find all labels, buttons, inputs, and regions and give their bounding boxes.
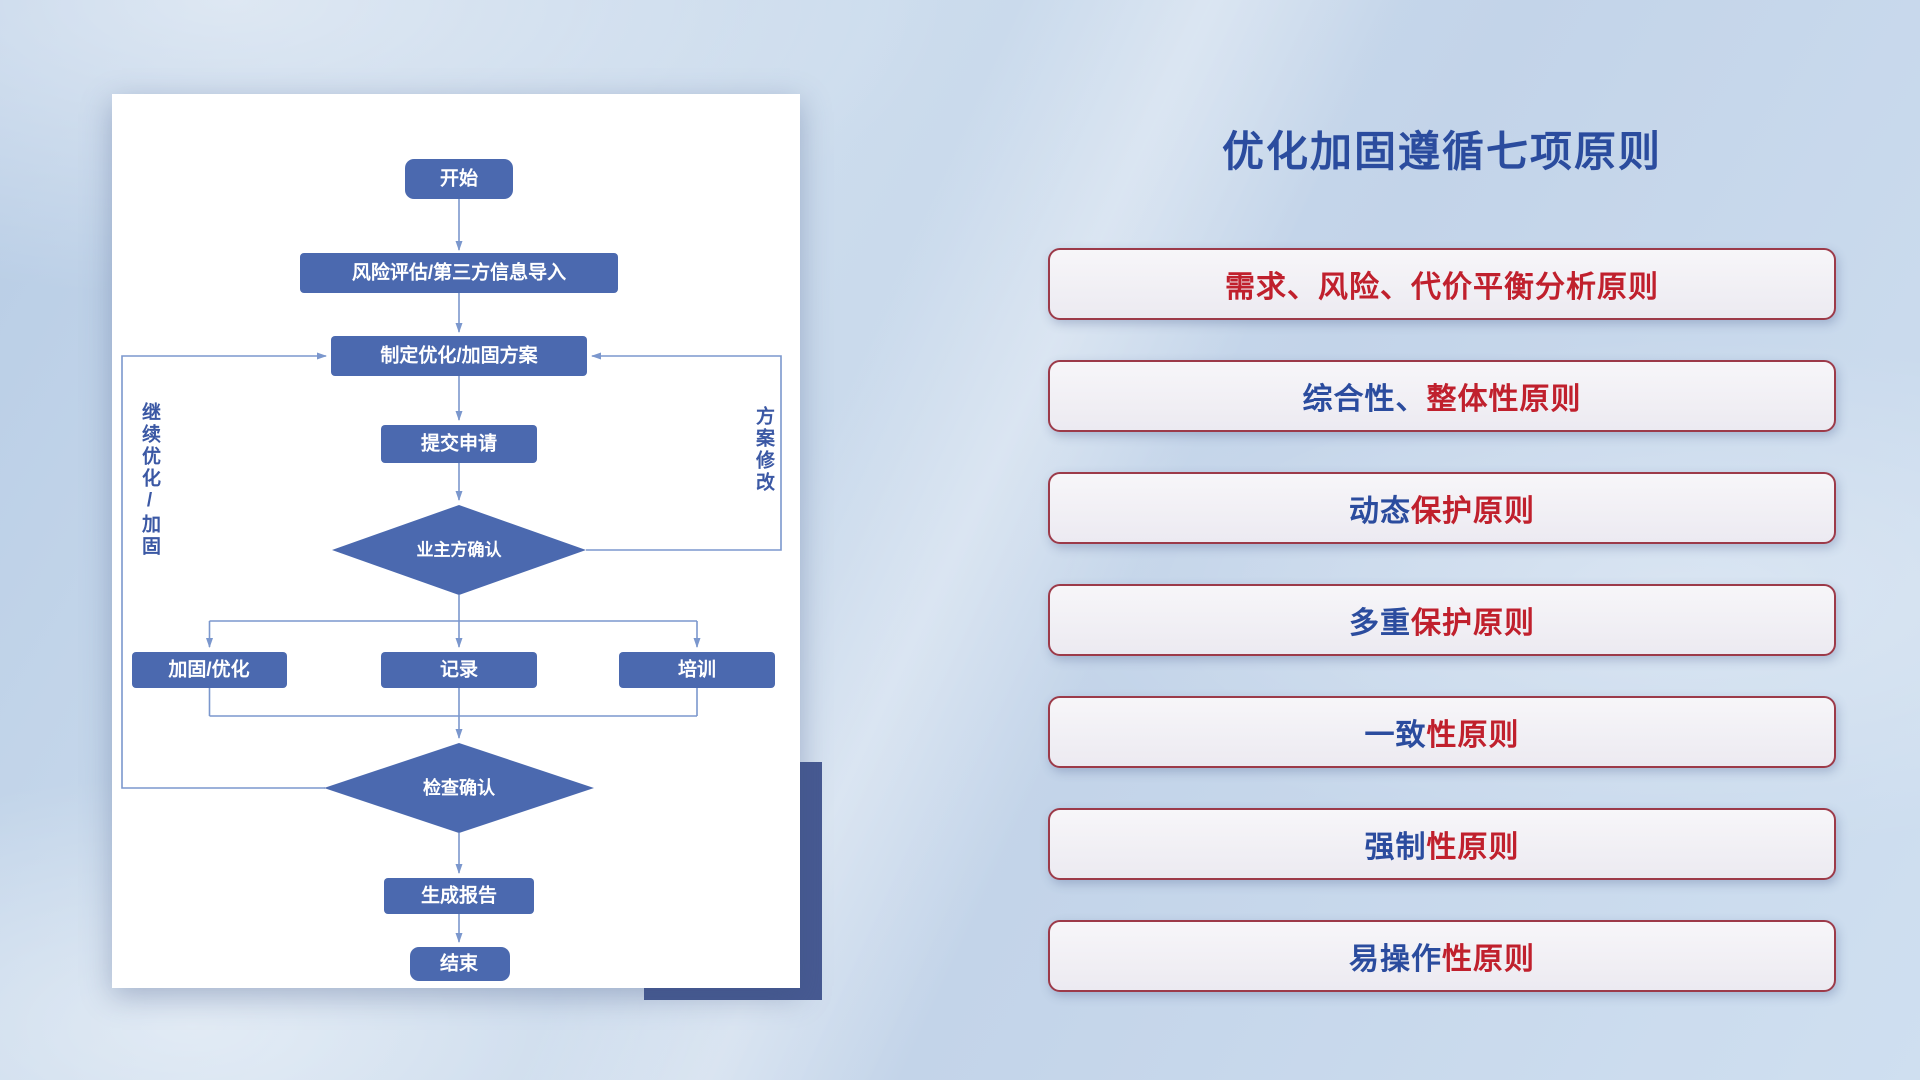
principle-text-segment: 性原则: [1442, 943, 1535, 976]
flow-label-end: 结束: [440, 952, 479, 975]
principle-text-segment: 整体性原则: [1426, 383, 1582, 416]
principle-text-segment: 易操作: [1349, 943, 1442, 976]
flowchart-left-loop-label: 继续优化/加固: [139, 402, 160, 558]
flow-label-risk-import: 风险评估/第三方信息导入: [352, 261, 566, 284]
principle-card-4: 多重保护原则: [1048, 584, 1836, 656]
principle-card-5: 一致性原则: [1048, 696, 1836, 768]
principles-title: 优化加固遵循七项原则: [1221, 128, 1662, 175]
flow-label-check-confirm: 检查确认: [423, 777, 496, 798]
flow-label-submit: 提交申请: [421, 432, 497, 455]
flow-label-record: 记录: [440, 659, 478, 681]
flowchart-card: 开始 风险评估/第三方信息导入 制定优化/加固方案 提交申请 业主方确认 加固/…: [112, 94, 800, 988]
connector-owner-split: [209, 595, 697, 622]
principle-card-7: 易操作性原则: [1048, 920, 1836, 992]
flow-label-training: 培训: [678, 658, 716, 681]
flow-label-start: 开始: [440, 167, 478, 190]
principles-list: 需求、风险、代价平衡分析原则综合性、整体性原则动态保护原则多重保护原则一致性原则…: [1048, 248, 1836, 992]
flowchart-diagram: 开始 风险评估/第三方信息导入 制定优化/加固方案 提交申请 业主方确认 加固/…: [121, 159, 782, 981]
principle-text-segment: 强制: [1364, 831, 1427, 864]
principle-text-segment: 性原则: [1426, 831, 1520, 864]
principle-text-segment: 保护原则: [1411, 607, 1535, 640]
principle-card-3: 动态保护原则: [1048, 472, 1836, 544]
principle-text-segment: 需求、风险、代价平衡分析原则: [1225, 271, 1659, 304]
flow-label-reinforce: 加固/优化: [167, 658, 249, 681]
flow-label-report: 生成报告: [421, 884, 497, 907]
principle-text-segment: 保护原则: [1411, 495, 1535, 528]
principle-text-segment: 一致: [1364, 719, 1427, 752]
flow-label-make-plan: 制定优化/加固方案: [380, 344, 538, 367]
principle-card-6: 强制性原则: [1048, 808, 1836, 880]
principle-text-segment: 综合性、: [1302, 383, 1427, 416]
connector-converge: [208, 688, 698, 717]
principle-text-segment: 性原则: [1426, 719, 1520, 752]
principle-card-1: 需求、风险、代价平衡分析原则: [1048, 248, 1836, 320]
principle-text-segment: 多重: [1349, 607, 1411, 640]
flow-label-owner-confirm: 业主方确认: [417, 540, 503, 560]
principle-text-segment: 动态: [1349, 495, 1411, 528]
principle-card-2: 综合性、整体性原则: [1048, 360, 1836, 432]
flowchart-right-loop-label: 方案修改: [753, 406, 774, 494]
